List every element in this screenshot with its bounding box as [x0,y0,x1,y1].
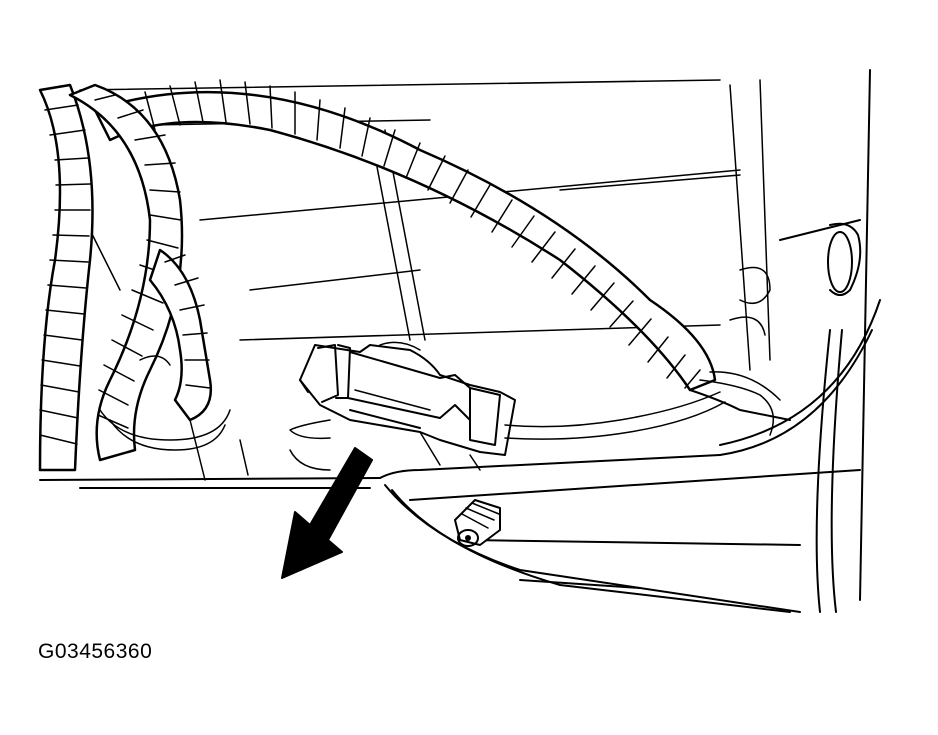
left-corrugated-bundle [38,83,249,481]
threaded-stud [454,499,501,547]
electrical-connector [289,341,726,471]
pointer-arrow [281,447,373,579]
grommet [729,219,862,336]
figure-id-label: G03456360 [38,640,153,663]
body-panel [39,69,881,613]
main-corrugated-harness [93,79,791,436]
